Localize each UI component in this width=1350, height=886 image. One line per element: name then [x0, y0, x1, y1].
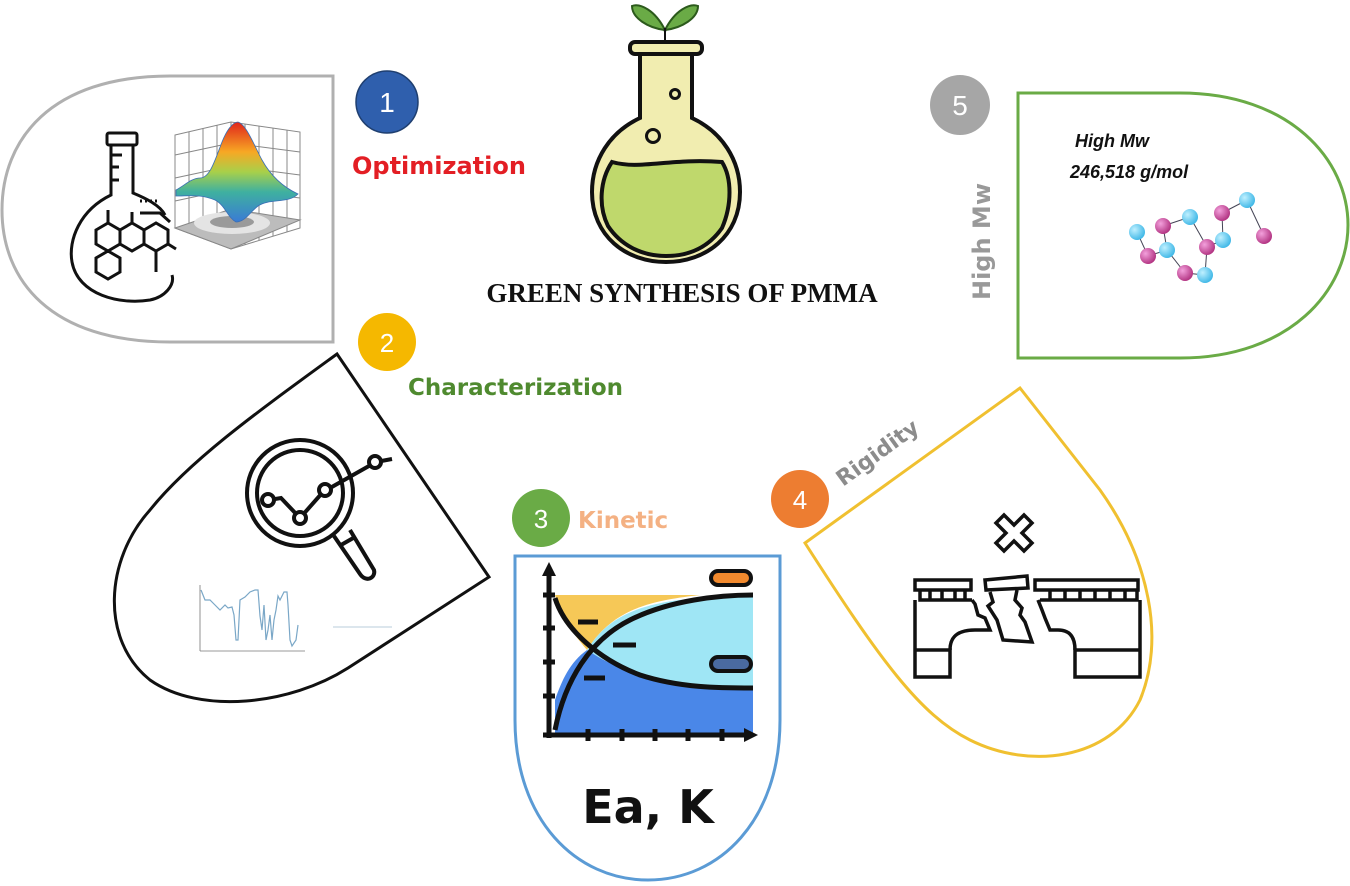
panel-5-border [1016, 91, 1350, 360]
broken-bridge-icon [913, 512, 1142, 679]
panel-high-mw: High Mw 246,518 g/mol [930, 75, 1350, 360]
kinetic-parameters-text: Ea, K [582, 780, 716, 834]
panel-rigidity: 4 Rigidity [771, 385, 1154, 758]
panel-1-border [0, 74, 335, 344]
response-surface-plot-icon [173, 121, 302, 250]
step-1-number: 1 [379, 87, 395, 118]
step-5-label: High Mw [968, 183, 996, 300]
green-flask-icon [589, 4, 743, 265]
step-2-badge [358, 313, 416, 371]
panel-5-line2: 246,518 g/mol [1069, 162, 1189, 182]
step-4-number: 4 [793, 485, 807, 515]
panel-5-line1: High Mw [1075, 131, 1150, 151]
step-3-label: Kinetic [578, 508, 668, 534]
step-4-badge [771, 470, 829, 528]
panel-kinetic: Ea, K 3 Kinetic [512, 489, 782, 882]
magnifier-chart-icon [245, 438, 393, 581]
step-5-number: 5 [952, 90, 968, 121]
panel-3-border [513, 554, 782, 882]
step-4-label: Rigidity [832, 415, 924, 492]
flask-molecule-icon [69, 131, 177, 303]
main-title: GREEN SYNTHESIS OF PMMA [486, 278, 878, 308]
step-3-number: 3 [534, 504, 548, 534]
step-2-number: 2 [380, 328, 394, 358]
kinetic-curves-icon [542, 562, 758, 742]
step-3-badge [512, 489, 570, 547]
polymer-chain-icon [1129, 192, 1272, 283]
ftir-spectrum-thumbnail [199, 585, 392, 652]
panel-4-border [802, 385, 1154, 758]
step-1-badge [355, 70, 419, 134]
step-1-label: Optimization [352, 152, 526, 180]
panel-optimization: 1 Optimization [0, 70, 526, 344]
step-5-badge [930, 75, 990, 135]
step-2-label: Characterization [408, 375, 623, 401]
panel-characterization: 2 Characterization [112, 313, 623, 704]
panel-2-border [112, 351, 492, 704]
